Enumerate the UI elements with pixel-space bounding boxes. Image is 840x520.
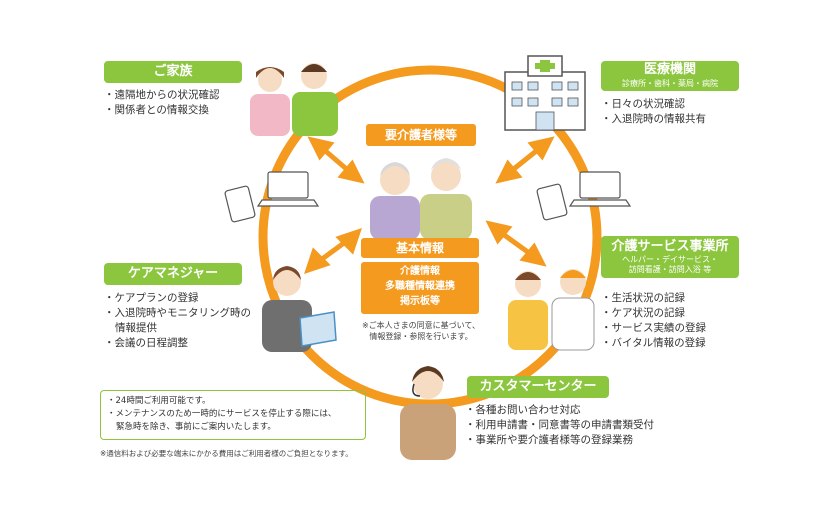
care-manager-illustration (262, 266, 337, 352)
care-manager-item-cont: 情報提供 (115, 322, 157, 334)
medical-list: 日々の状況確認 入退院時の情報共有 (601, 97, 751, 127)
consent-note: ※ご本人さまの同意に基づいて、 情報登録・参照を行います。 (361, 321, 481, 341)
elderly-couple-illustration (370, 158, 472, 240)
medical-item: 入退院時の情報共有 (601, 112, 751, 127)
medical-item: 日々の状況確認 (601, 97, 751, 112)
care-manager-list: ・ケアプランの登録 ・入退院時やモニタリング時の 情報提供 ・会議の日程調整 (104, 291, 264, 351)
care-service-item: ケア状況の記録 (601, 306, 751, 321)
medical-title: 医療機関 (643, 62, 696, 77)
family-label: ご家族 (104, 61, 242, 83)
info-line: 介護情報 (400, 266, 440, 277)
care-recipient-label: 要介護者様等 (366, 124, 476, 146)
arrow-family (307, 136, 365, 184)
availability-line: ・メンテナンスのため一時的にサービスを停止する際には、 (107, 409, 337, 419)
care-manager-item: ・会議の日程調整 (104, 337, 188, 349)
care-manager-item: ・入退院時やモニタリング時の (104, 307, 251, 319)
cost-footnote: ※通信料および必要な端末にかかる費用はご利用者様のご負担となります。 (100, 449, 353, 458)
care-service-sub: 訪問看護・訪問入浴 等 (628, 265, 712, 274)
availability-line: ・24時間ご利用可能です。 (107, 396, 211, 406)
info-line: 多職種情報連携 (385, 281, 455, 292)
availability-info-box: ・24時間ご利用可能です。 ・メンテナンスのため一時的にサービスを停止する際には… (100, 390, 366, 440)
info-box: 介護情報 多職種情報連携 掲示板等 (361, 262, 479, 314)
medical-subtitle: 診療所・歯科・薬局・病院 (622, 79, 718, 88)
operator-illustration (400, 366, 456, 460)
care-service-list: 生活状況の記録 ケア状況の記録 サービス実績の登録 バイタル情報の登録 (601, 291, 751, 351)
hospital-illustration (504, 55, 586, 131)
care-service-item: サービス実績の登録 (601, 321, 751, 336)
devices-left-illustration (224, 171, 320, 223)
customer-center-item: 各種お問い合わせ対応 (465, 403, 695, 418)
family-list: 遠隔地からの状況確認 関係者との情報交換 (104, 88, 254, 118)
care-service-label: 介護サービス事業所 ヘルパー・デイサービス・ 訪問看護・訪問入浴 等 (601, 236, 739, 278)
availability-line: 緊急時を除き、事前にご案内いたします。 (116, 422, 276, 432)
customer-center-label: カスタマーセンター (467, 376, 609, 398)
devices-right-illustration (536, 171, 632, 221)
family-item: 関係者との情報交換 (104, 103, 254, 118)
info-line: 掲示板等 (400, 296, 440, 307)
care-service-item: バイタル情報の登録 (601, 336, 751, 351)
customer-center-item: 事業所や要介護者様等の登録業務 (465, 433, 695, 448)
basic-info-label: 基本情報 (361, 238, 479, 258)
family-illustration (250, 63, 338, 136)
care-manager-item: ・ケアプランの登録 (104, 292, 199, 304)
family-item: 遠隔地からの状況確認 (104, 88, 254, 103)
care-staff-illustration (508, 269, 595, 351)
arrow-care-manager (304, 228, 362, 274)
arrow-care-service (485, 220, 547, 267)
care-service-item: 生活状況の記録 (601, 291, 751, 306)
medical-label: 医療機関 診療所・歯科・薬局・病院 (601, 61, 739, 91)
arrow-medical (495, 136, 555, 184)
customer-center-item: 利用申請書・同意書等の申請書類受付 (465, 418, 695, 433)
care-manager-label: ケアマネジャー (104, 263, 242, 285)
care-service-title: 介護サービス事業所 (611, 239, 729, 254)
customer-center-list: 各種お問い合わせ対応 利用申請書・同意書等の申請書類受付 事業所や要介護者様等の… (465, 403, 695, 448)
care-service-sub: ヘルパー・デイサービス・ (622, 255, 718, 264)
